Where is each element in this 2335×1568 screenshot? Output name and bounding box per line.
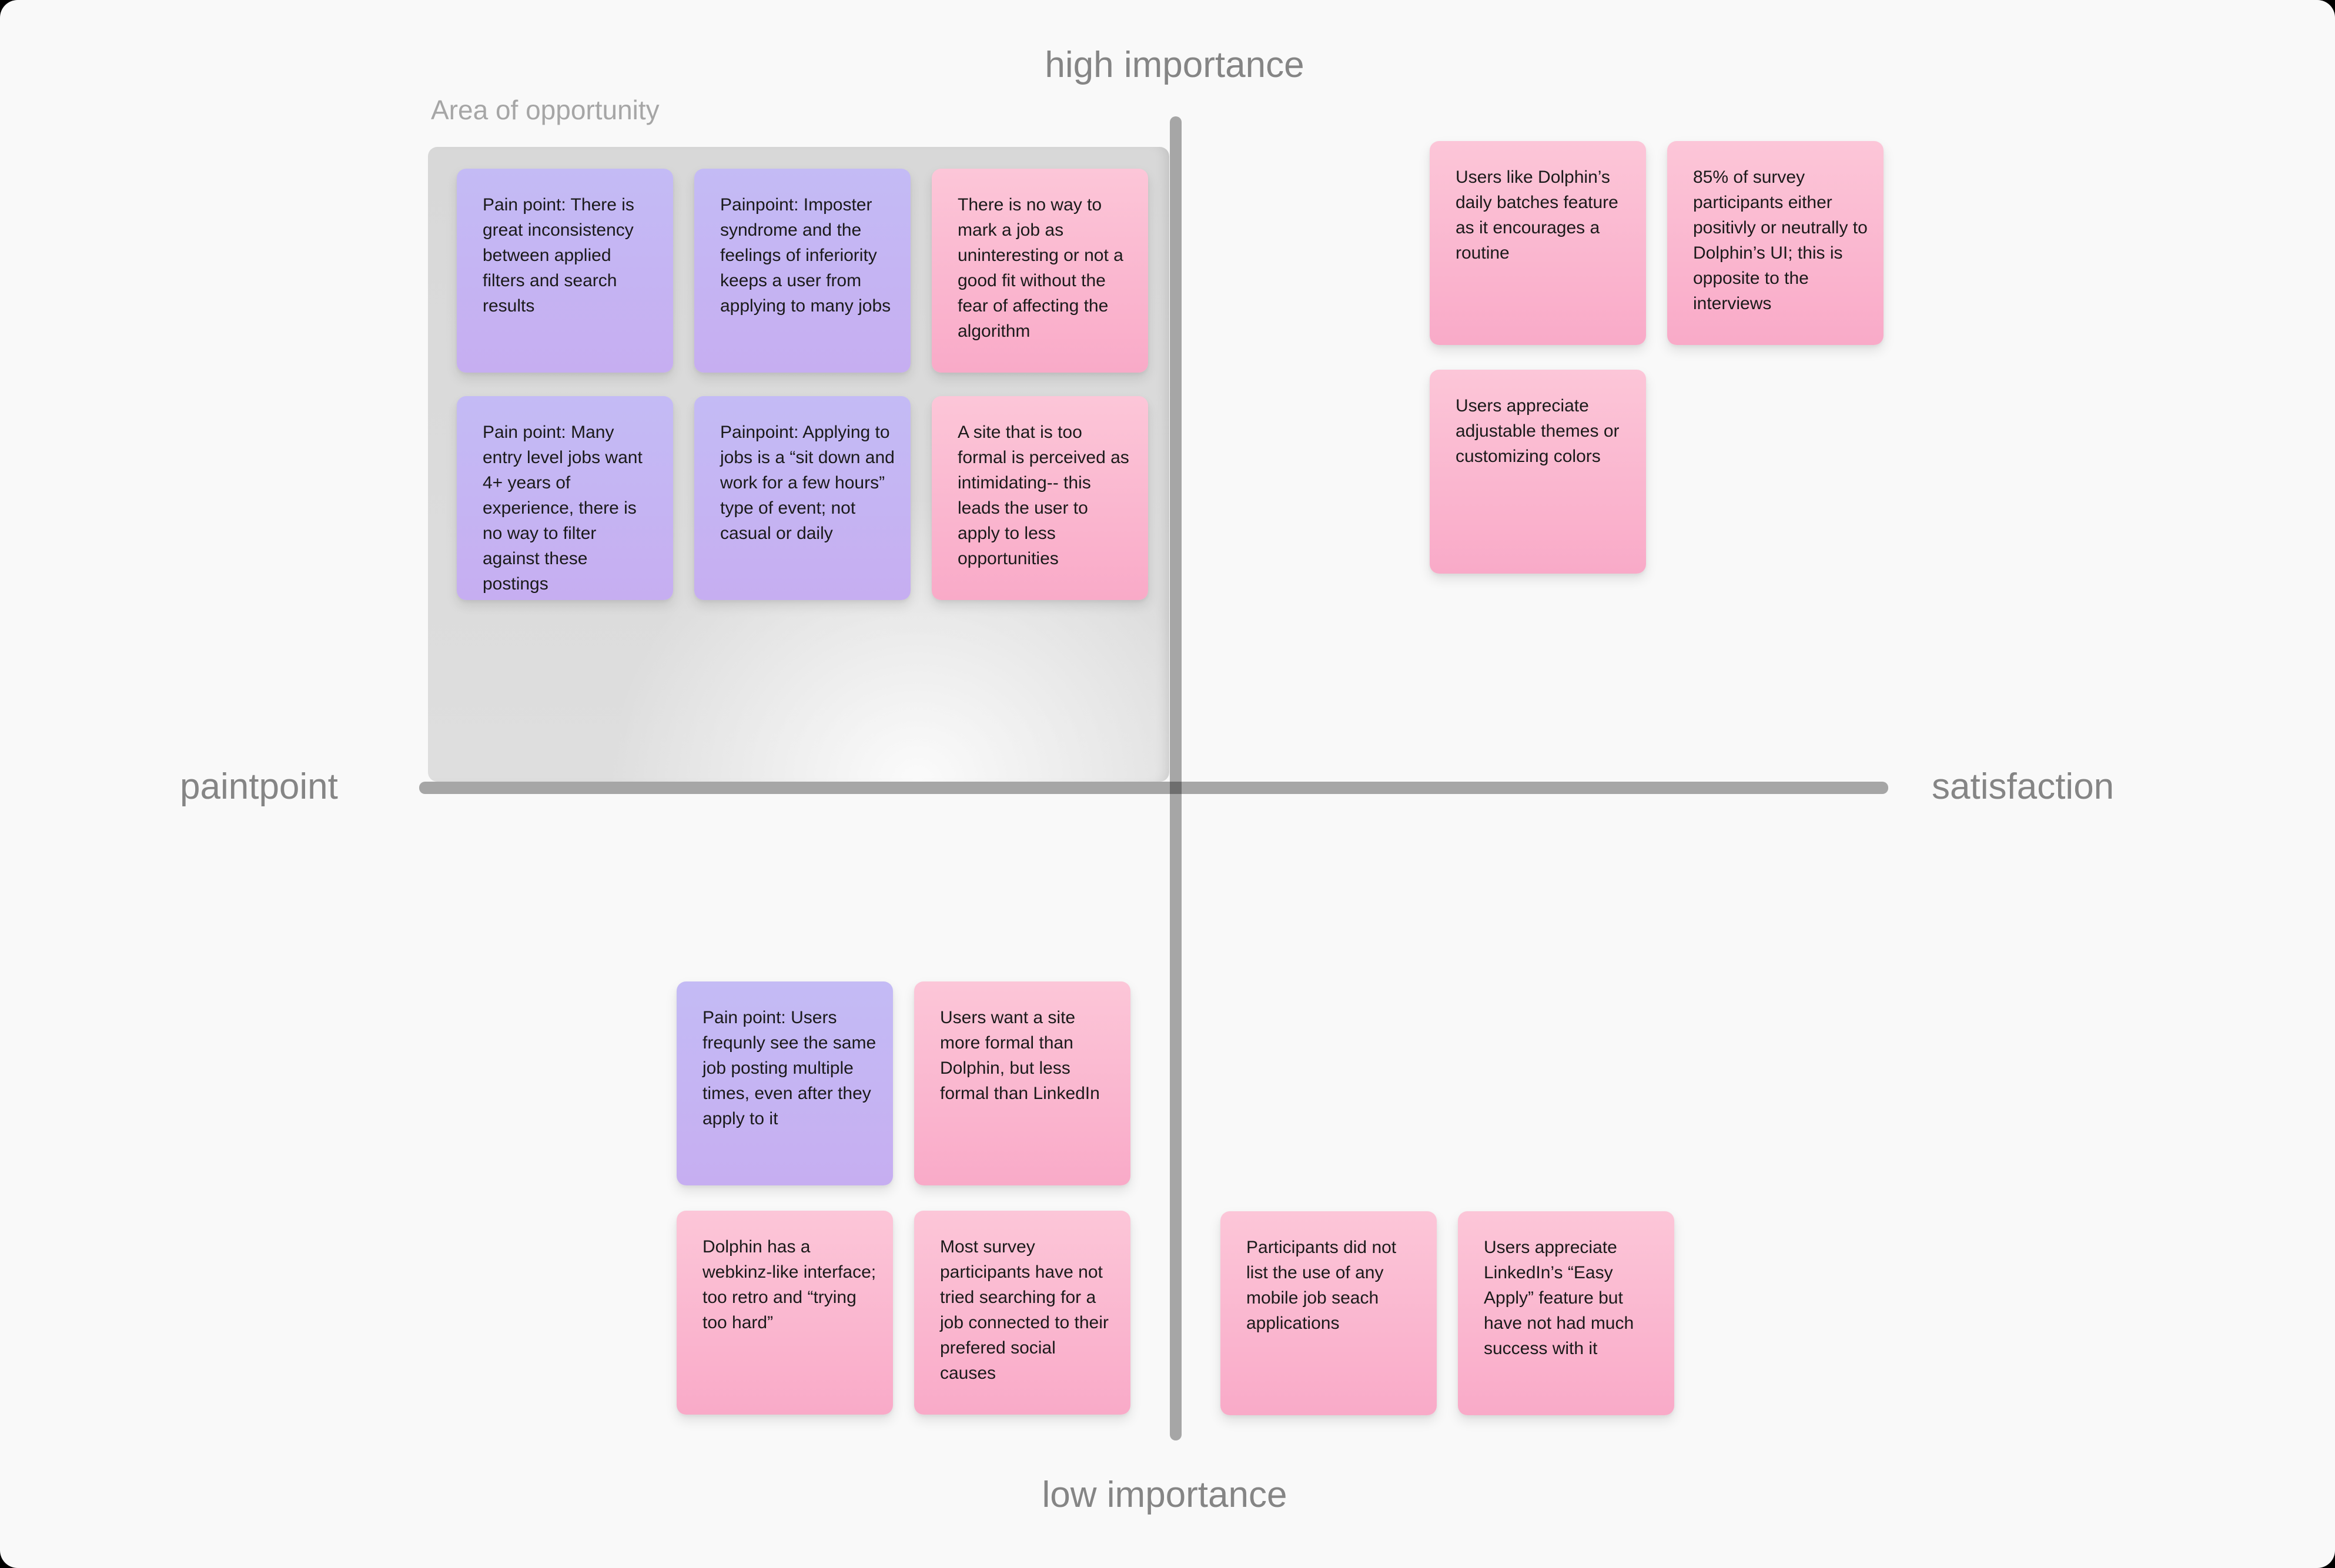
sticky-note[interactable]: Pain point: Users frequnly see the same … bbox=[677, 981, 893, 1185]
sticky-note-text: Painpoint: Imposter syndrome and the fee… bbox=[720, 195, 891, 316]
sticky-note-text: Users appreciate LinkedIn’s “Easy Apply”… bbox=[1484, 1238, 1634, 1358]
sticky-note[interactable]: Users appreciate adjustable themes or cu… bbox=[1430, 370, 1646, 574]
sticky-note-text: There is no way to mark a job as uninter… bbox=[958, 195, 1123, 341]
sticky-note-text: Participants did not list the use of any… bbox=[1246, 1238, 1397, 1333]
sticky-note[interactable]: Most survey participants have not tried … bbox=[914, 1211, 1130, 1415]
sticky-note-text: Most survey participants have not tried … bbox=[940, 1237, 1109, 1383]
sticky-note-text: A site that is too formal is perceived a… bbox=[958, 423, 1129, 568]
sticky-note[interactable]: Pain point: There is great inconsistency… bbox=[457, 169, 673, 373]
horizontal-axis-line[interactable] bbox=[419, 782, 1888, 794]
axis-label-paintpoint[interactable]: paintpoint bbox=[180, 766, 338, 807]
sticky-note-text: 85% of survey participants either positi… bbox=[1693, 167, 1868, 313]
sticky-note[interactable]: Pain point: Many entry level jobs want 4… bbox=[457, 396, 673, 600]
vertical-axis-line[interactable] bbox=[1170, 116, 1182, 1440]
sticky-note-text: Users appreciate adjustable themes or cu… bbox=[1456, 396, 1620, 466]
sticky-note[interactable]: Users appreciate LinkedIn’s “Easy Apply”… bbox=[1458, 1211, 1674, 1415]
sticky-note[interactable]: 85% of survey participants either positi… bbox=[1667, 141, 1884, 345]
sticky-note-text: Dolphin has a webkinz-like interface; to… bbox=[702, 1237, 877, 1332]
axis-label-high-importance[interactable]: high importance bbox=[1045, 45, 1304, 85]
opportunity-area-label[interactable]: Area of opportunity bbox=[431, 95, 660, 125]
sticky-note-text: Users like Dolphin’s daily batches featu… bbox=[1456, 167, 1618, 263]
sticky-note-text: Users want a site more formal than Dolph… bbox=[940, 1008, 1100, 1103]
sticky-note-text: Pain point: There is great inconsistency… bbox=[483, 195, 634, 316]
sticky-note[interactable]: Dolphin has a webkinz-like interface; to… bbox=[677, 1211, 893, 1415]
axis-label-satisfaction[interactable]: satisfaction bbox=[1932, 766, 2115, 807]
sticky-note[interactable]: Painpoint: Imposter syndrome and the fee… bbox=[694, 169, 911, 373]
sticky-note-text: Pain point: Users frequnly see the same … bbox=[702, 1008, 877, 1128]
sticky-note[interactable]: Users like Dolphin’s daily batches featu… bbox=[1430, 141, 1646, 345]
sticky-note[interactable]: There is no way to mark a job as uninter… bbox=[932, 169, 1148, 373]
sticky-note-text: Painpoint: Applying to jobs is a “sit do… bbox=[720, 423, 895, 543]
sticky-note[interactable]: Painpoint: Applying to jobs is a “sit do… bbox=[694, 396, 911, 600]
sticky-note[interactable]: Participants did not list the use of any… bbox=[1220, 1211, 1437, 1415]
axis-label-low-importance[interactable]: low importance bbox=[1042, 1475, 1287, 1515]
sticky-note[interactable]: Users want a site more formal than Dolph… bbox=[914, 981, 1130, 1185]
sticky-note-text: Pain point: Many entry level jobs want 4… bbox=[483, 423, 643, 594]
sticky-note[interactable]: A site that is too formal is perceived a… bbox=[932, 396, 1148, 600]
